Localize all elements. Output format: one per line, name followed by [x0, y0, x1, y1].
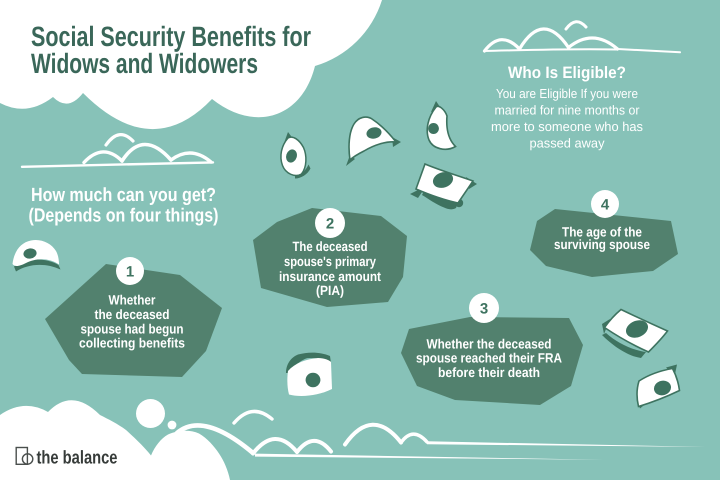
svg-text:the deceased: the deceased	[95, 307, 170, 322]
svg-text:(Depends on four things): (Depends on four things)	[29, 206, 219, 227]
svg-text:Whether: Whether	[109, 293, 157, 308]
svg-text:insurance amount: insurance amount	[279, 269, 381, 284]
svg-text:surviving spouse: surviving spouse	[554, 237, 650, 252]
svg-text:Whether the deceased: Whether the deceased	[427, 337, 552, 352]
svg-text:You are Eligible If you were: You are Eligible If you were	[496, 86, 638, 101]
svg-text:more to someone who has: more to someone who has	[491, 119, 643, 134]
svg-text:3: 3	[480, 301, 488, 318]
svg-text:Social Security Benefits for: Social Security Benefits for	[31, 21, 311, 52]
svg-text:collecting benefits: collecting benefits	[79, 336, 185, 351]
svg-text:married for nine months or: married for nine months or	[495, 103, 641, 118]
svg-text:Widows and Widowers: Widows and Widowers	[31, 48, 258, 79]
svg-text:spouse had begun: spouse had begun	[81, 322, 184, 337]
svg-text:How much can you get?: How much can you get?	[31, 185, 216, 206]
svg-text:(PIA): (PIA)	[316, 283, 344, 298]
svg-text:spouse's primary: spouse's primary	[284, 254, 376, 269]
svg-text:Who Is Eligible?: Who Is Eligible?	[508, 64, 626, 82]
svg-text:2: 2	[326, 216, 334, 233]
svg-text:before their death: before their death	[438, 365, 540, 380]
svg-text:4: 4	[601, 197, 610, 214]
svg-text:The deceased: The deceased	[293, 239, 368, 254]
svg-text:The age of the: The age of the	[562, 224, 642, 239]
svg-text:spouse reached their FRA: spouse reached their FRA	[416, 350, 562, 365]
svg-text:passed away: passed away	[530, 136, 605, 151]
svg-text:1: 1	[126, 264, 134, 281]
svg-text:the balance: the balance	[37, 446, 118, 467]
